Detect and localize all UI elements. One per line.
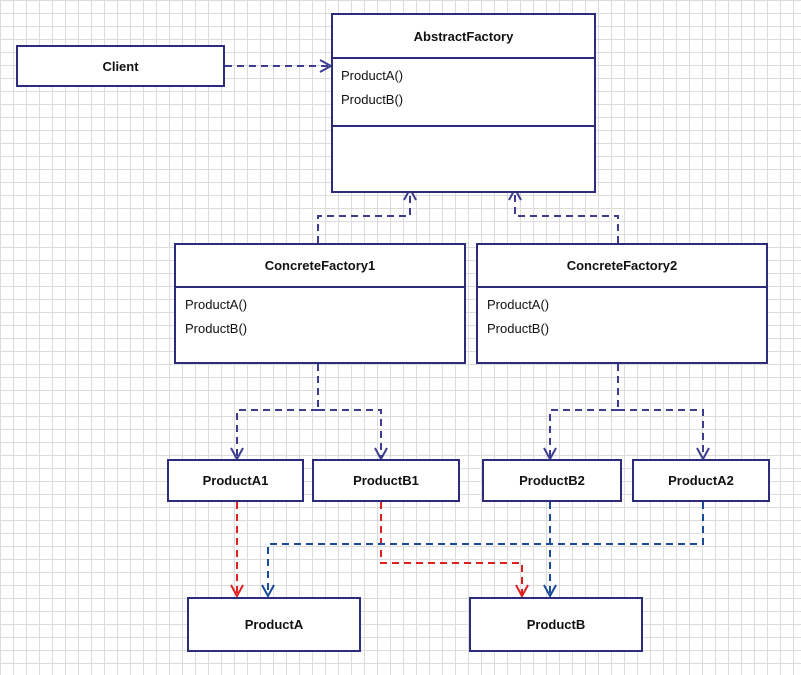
concrete-factory-2-op-product-a: ProductA() [487, 297, 550, 312]
factory1-to-producta1-arrow [237, 409, 318, 458]
concrete-factory-1-op-product-a: ProductA() [185, 297, 248, 312]
product-a2-box[interactable]: ProductA2 [632, 459, 770, 502]
factory1-to-productb1-arrow [318, 409, 381, 458]
concrete-factory-2-header: ConcreteFactory2 [478, 245, 766, 288]
factory2-to-producta2-arrow [618, 409, 703, 458]
product-b1-box[interactable]: ProductB1 [312, 459, 460, 502]
abstract-factory-class[interactable]: AbstractFactory ProductA() ProductB() [331, 13, 596, 193]
product-a2-label: ProductA2 [668, 473, 734, 488]
product-a1-label: ProductA1 [202, 473, 269, 488]
concrete-factory-1-header: ConcreteFactory1 [176, 245, 464, 288]
product-a-label: ProductA [244, 617, 304, 632]
factory1-realization-arrow [317, 190, 410, 243]
product-a1-box[interactable]: ProductA1 [167, 459, 304, 502]
concrete-factory-2-op-product-b: ProductB() [487, 321, 550, 336]
factory2-to-productb2-arrow [550, 409, 618, 458]
abstract-factory-op-product-a: ProductA() [341, 68, 404, 83]
producta2-to-producta-arrow [268, 502, 704, 595]
concrete-factory-2-operations: ProductA() ProductB() [478, 288, 766, 346]
abstract-factory-header: AbstractFactory [333, 15, 594, 59]
concrete-factory-1-class[interactable]: ConcreteFactory1 ProductA() ProductB() [174, 243, 466, 364]
product-b2-box[interactable]: ProductB2 [482, 459, 622, 502]
abstract-factory-title: AbstractFactory [413, 28, 514, 44]
factory2-realization-arrow [515, 190, 619, 243]
product-b-box[interactable]: ProductB [469, 597, 643, 652]
concrete-factory-2-class[interactable]: ConcreteFactory2 ProductA() ProductB() [476, 243, 768, 364]
concrete-factory-1-title: ConcreteFactory1 [264, 258, 376, 273]
concrete-factory-2-title: ConcreteFactory2 [566, 258, 678, 273]
productb1-to-productb-arrow [380, 502, 522, 595]
product-b-label: ProductB [526, 617, 586, 632]
product-b1-label: ProductB1 [353, 473, 419, 488]
abstract-factory-op-product-b: ProductB() [341, 92, 404, 107]
client-label: Client [102, 58, 139, 74]
abstract-factory-operations: ProductA() ProductB() [333, 59, 594, 127]
product-a-box[interactable]: ProductA [187, 597, 361, 652]
product-b2-label: ProductB2 [519, 473, 585, 488]
client-box[interactable]: Client [16, 45, 225, 87]
concrete-factory-1-op-product-b: ProductB() [185, 321, 248, 336]
concrete-factory-1-operations: ProductA() ProductB() [176, 288, 464, 346]
